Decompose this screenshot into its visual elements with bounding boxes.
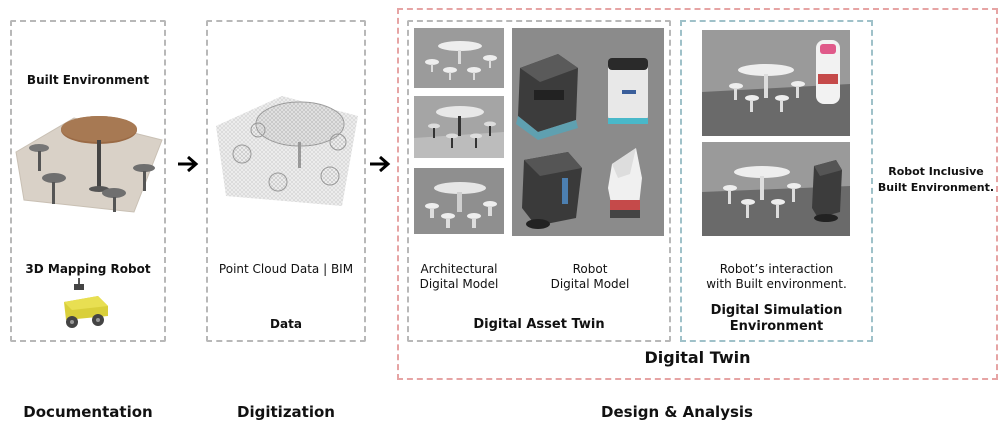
- digital-simulation-panel: [680, 20, 873, 342]
- digital-simulation-title: Digital Simulation Environment: [710, 303, 843, 334]
- point-cloud-label: Point Cloud Data | BIM: [218, 262, 354, 276]
- simulation-caption: Robot’s interaction with Built environme…: [706, 262, 847, 291]
- arrow-icon: [176, 154, 200, 174]
- robot-model-render: [512, 28, 664, 236]
- digital-asset-twin-title: Digital Asset Twin: [473, 317, 605, 332]
- documentation-panel: [10, 20, 166, 342]
- data-label: Data: [270, 317, 302, 331]
- digital-twin-label: Digital Twin: [644, 348, 751, 367]
- architectural-model-thumb: [414, 28, 504, 88]
- 3d-mapping-robot-label: 3D Mapping Robot: [25, 262, 151, 276]
- table-stools-photo: [14, 100, 164, 218]
- architectural-model-thumb: [414, 96, 504, 158]
- architectural-model-label: Architectural Digital Model: [419, 262, 499, 291]
- point-cloud-render: [212, 86, 360, 212]
- digital-twin-frame: [397, 8, 998, 380]
- digitization-panel: [206, 20, 366, 342]
- robot-model-label: Robot Digital Model: [550, 262, 630, 291]
- architectural-model-thumb: [414, 168, 504, 234]
- phase-design-analysis: Design & Analysis: [601, 403, 753, 421]
- simulation-render: [702, 142, 850, 236]
- built-environment-label: Built Environment: [26, 73, 150, 87]
- robot-inclusive-label: Robot Inclusive Built Environment.: [877, 165, 995, 194]
- arrow-icon: [368, 154, 392, 174]
- digital-asset-twin-panel: [407, 20, 671, 342]
- mapping-robot-icon: [58, 276, 114, 332]
- phase-digitization: Digitization: [237, 403, 335, 421]
- simulation-render: [702, 30, 850, 136]
- phase-documentation: Documentation: [23, 403, 153, 421]
